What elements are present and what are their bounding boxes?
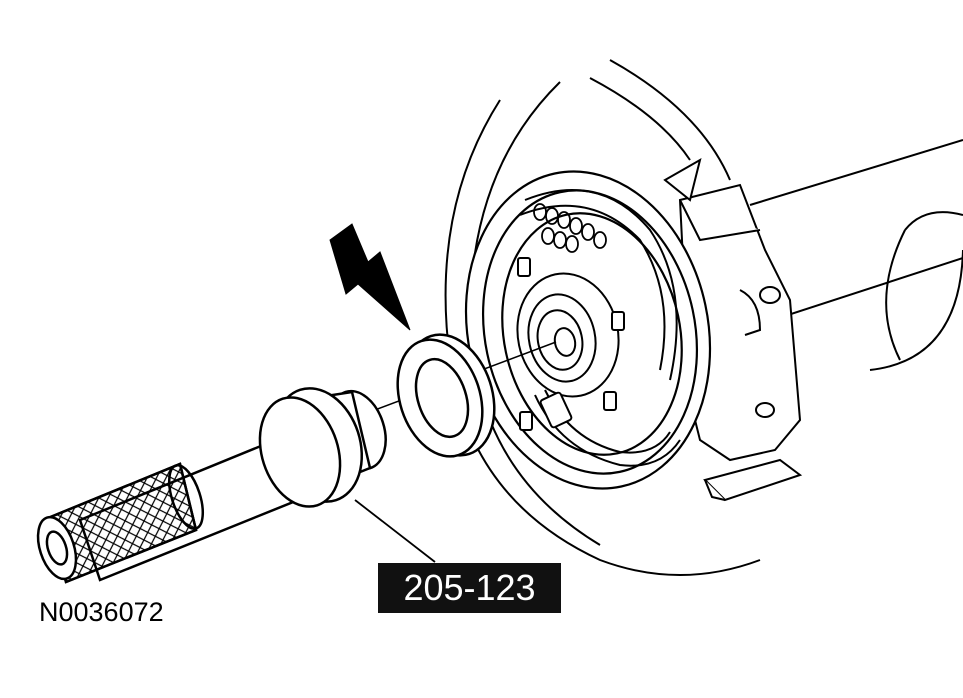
return-spring bbox=[533, 203, 607, 253]
direction-arrow bbox=[329, 223, 411, 331]
tool-leader-line bbox=[354, 499, 436, 563]
axle-seal bbox=[396, 333, 496, 458]
seal-installer-tool bbox=[36, 387, 387, 584]
hub-bearing bbox=[516, 257, 625, 431]
tool-number-label: 205-123 bbox=[378, 563, 561, 613]
figure-id-label: N0036072 bbox=[39, 597, 164, 627]
